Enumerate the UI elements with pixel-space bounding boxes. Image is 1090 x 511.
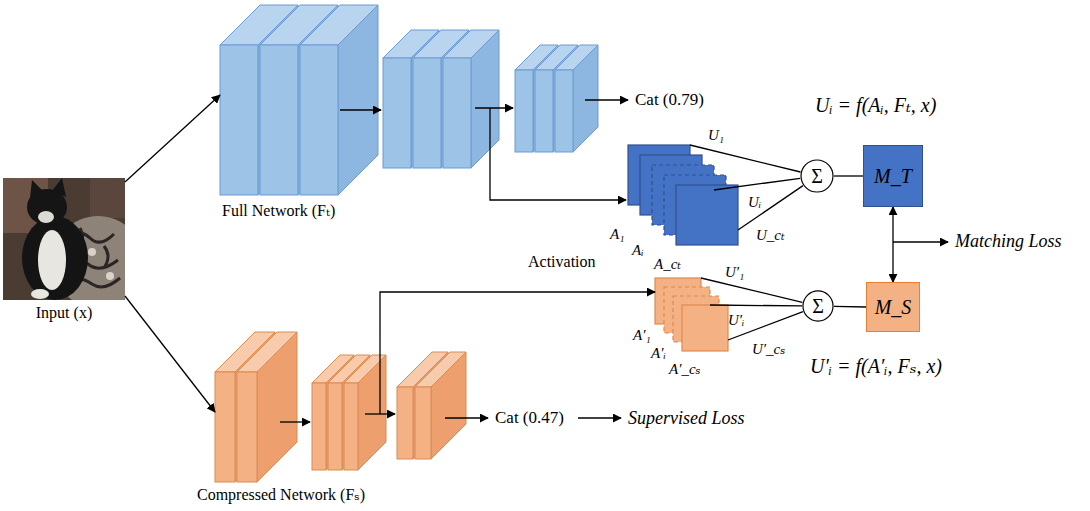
activation-stack: A′₁A′ᵢA′_cₛ (655, 276, 731, 352)
slab-front (344, 383, 358, 470)
loss-label: Supervised Loss (628, 408, 745, 429)
slab-front (413, 58, 441, 168)
layer-arrow (475, 107, 513, 108)
layer-arrow (340, 109, 381, 110)
pillow-pattern (88, 248, 96, 256)
circle-outline (801, 160, 833, 192)
teacher-activation-maps (628, 145, 738, 245)
compressed-network-layers (215, 332, 466, 482)
class-output: Cat (0.79) (635, 90, 704, 110)
formula: Uᵢ = f(Aᵢ, Fₜ, x) (815, 94, 936, 117)
slab-front (300, 45, 338, 195)
node-text: M_T (874, 165, 912, 188)
node-text: A_cₜ (654, 256, 681, 273)
connector (701, 278, 802, 302)
cat-body (22, 216, 88, 300)
slab-side (358, 355, 386, 470)
sum-circle: Σ (802, 290, 834, 322)
node-text: Compressed Network (Fₛ) (197, 486, 365, 504)
connector (738, 186, 803, 230)
connector (728, 312, 803, 340)
node-text: Σ (811, 165, 823, 188)
node-text: A′_cₛ (669, 361, 701, 378)
node-text: M_S (875, 296, 912, 319)
edge-label: U′_cₛ (752, 341, 785, 358)
cat-chest (38, 230, 66, 290)
cat-ear (52, 178, 66, 197)
formula: U′ᵢ = f(A′ᵢ, Fₛ, x) (810, 355, 942, 378)
feature-map (682, 305, 728, 351)
full-network: Full Network (Fₜ) (220, 5, 605, 195)
student-activation-maps (655, 278, 728, 351)
edge-label: U′ᵢ (728, 312, 745, 329)
full-network-layers (220, 5, 598, 195)
slab-front (415, 387, 431, 459)
connector (710, 304, 802, 306)
loss-arrow (893, 241, 948, 242)
node-text: Aᵢ (632, 242, 644, 259)
teacher-matrix-box: M_T (863, 145, 923, 207)
slab-front (515, 70, 533, 152)
slab-front (383, 58, 411, 168)
slab-front (312, 383, 326, 470)
connector (690, 145, 801, 172)
slab-front (260, 45, 298, 195)
cat-paw (31, 289, 49, 299)
loss-arrow (578, 417, 621, 418)
cat-ear (30, 180, 44, 198)
connector (490, 195, 626, 200)
slab-side (573, 45, 598, 152)
node-text: A′₁ (633, 327, 651, 344)
compressed-network: Compressed Network (Fₛ) (215, 332, 466, 482)
node-text: Activation (528, 253, 596, 271)
output-arrow (585, 99, 628, 100)
edge-label: Uᵢ (748, 194, 761, 211)
loss-label: Matching Loss (955, 231, 1062, 252)
node-text: Σ (812, 295, 824, 318)
slab-front (397, 387, 413, 459)
sum-circle: Σ (800, 159, 834, 193)
connector (125, 296, 215, 412)
feature-map (676, 185, 738, 245)
connector (380, 292, 655, 332)
pillow-pattern (106, 272, 114, 280)
node-text: Input (x) (36, 304, 92, 322)
connector (892, 207, 893, 282)
edge-label: U₁ (708, 127, 724, 144)
layer-arrow (280, 421, 310, 422)
cat-photo (3, 178, 125, 300)
connector (834, 175, 863, 176)
output-arrow (445, 417, 488, 418)
activation-stack: A₁AᵢA_cₜActivation (626, 143, 740, 247)
student-matrix-box: M_S (866, 282, 920, 332)
class-output: Cat (0.47) (495, 408, 564, 428)
branch-stub (379, 332, 380, 414)
edge-label: U_cₜ (756, 227, 785, 244)
photo-wall (90, 178, 125, 218)
slab-front (535, 70, 553, 152)
slab-side (257, 332, 297, 482)
slab-front (443, 58, 471, 168)
branch-stub (489, 108, 490, 195)
slab-front (237, 372, 257, 482)
slab-side (338, 5, 378, 195)
circle-outline (803, 291, 833, 321)
slab-front (220, 45, 258, 195)
connector (714, 178, 800, 190)
node-text: A′ᵢ (651, 345, 666, 362)
slab-front (555, 70, 573, 152)
slab-front (328, 383, 342, 470)
connector (125, 95, 220, 182)
edge-label: U′₁ (725, 264, 744, 281)
connector (834, 306, 866, 308)
node-text: A₁ (610, 226, 624, 243)
flow-arrows (280, 100, 948, 422)
cat-muzzle (38, 211, 54, 223)
node-text: Full Network (Fₜ) (222, 202, 335, 220)
slab-side (471, 30, 499, 168)
input-image: Input (x) (3, 178, 125, 300)
slab-side (431, 352, 466, 459)
slab-front (215, 372, 235, 482)
